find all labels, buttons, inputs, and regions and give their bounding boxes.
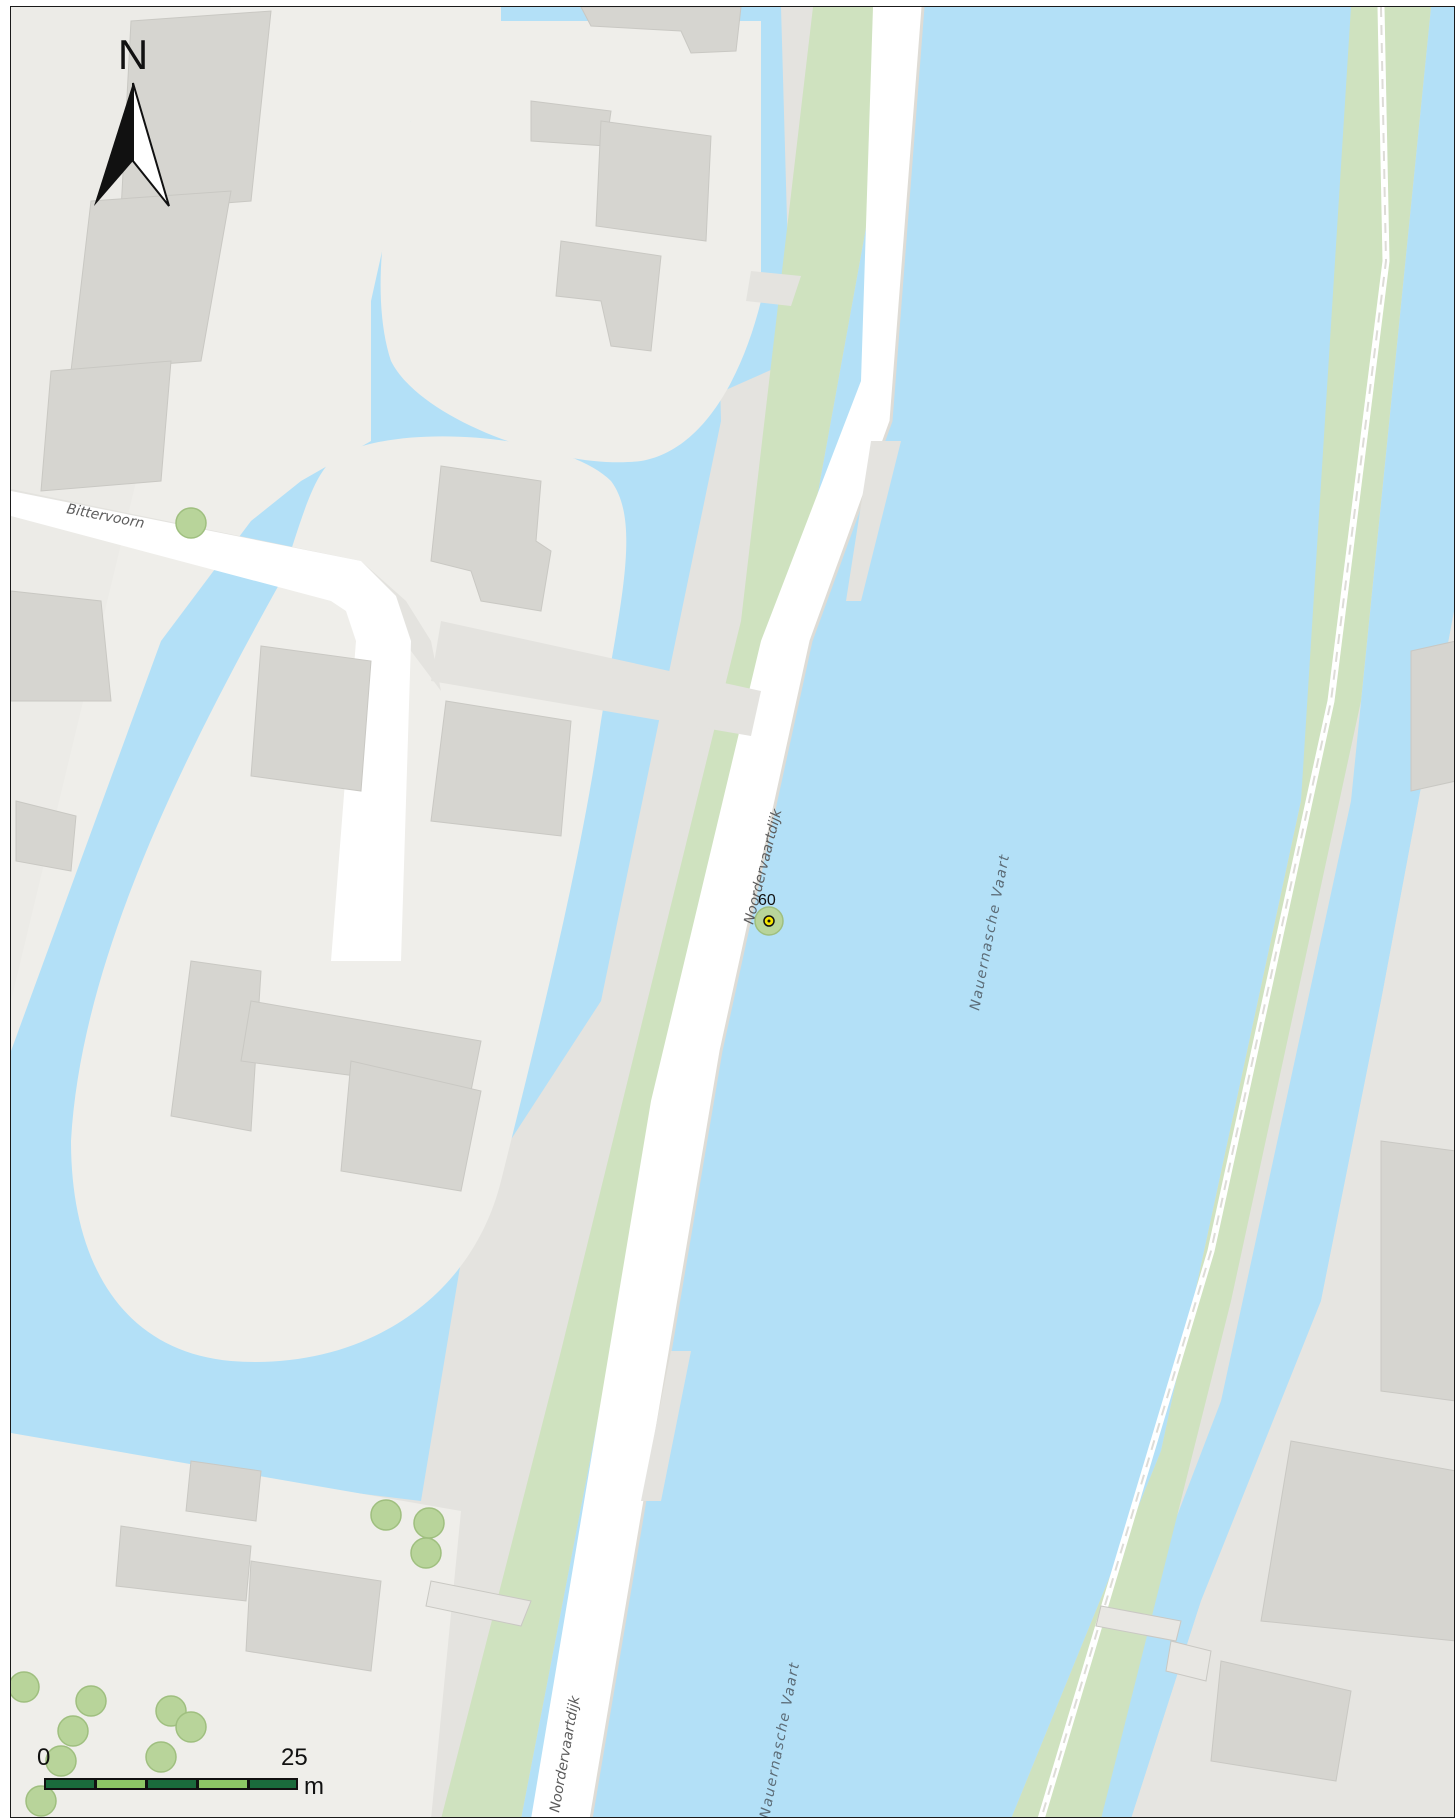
quay-2 <box>641 1351 691 1501</box>
tree <box>370 1499 402 1531</box>
point-marker-center <box>767 919 771 923</box>
island-north <box>380 21 761 463</box>
tree <box>25 1785 57 1817</box>
tree <box>175 507 207 539</box>
bittervoorn-road <box>11 271 801 961</box>
scale-bar-unit: m <box>304 1773 324 1800</box>
tree <box>45 1745 77 1777</box>
dike-west-grass <box>441 7 906 1817</box>
tree <box>75 1685 107 1717</box>
scale-bar-segment <box>250 1780 296 1788</box>
tree <box>410 1537 442 1569</box>
map-canvas[interactable]: Bittervoorn Noordervaartdijk Noordervaar… <box>11 7 1455 1818</box>
buildings <box>11 7 1454 1782</box>
trees <box>11 507 445 1817</box>
map-frame: Bittervoorn Noordervaartdijk Noordervaar… <box>10 6 1455 1818</box>
main-canal <box>521 7 1371 1817</box>
tree <box>11 1671 40 1703</box>
point-label-60: 60 <box>758 892 776 909</box>
scale-bar-segment <box>148 1780 196 1788</box>
noordervaartdijk-road <box>531 7 923 1817</box>
scale-bar-segment <box>46 1780 94 1788</box>
tree <box>57 1715 89 1747</box>
scale-bar-start-label: 0 <box>37 1744 50 1771</box>
road-edge <box>589 7 925 1817</box>
north-arrow: N <box>94 31 170 207</box>
scale-bar-end-label: 25 <box>281 1744 308 1771</box>
scale-bar: 0 25 m <box>37 1744 324 1800</box>
north-arrow-left-half <box>94 83 133 206</box>
north-arrow-right-half <box>132 82 170 207</box>
north-arrow-label: N <box>118 31 148 78</box>
tree <box>413 1507 445 1539</box>
bridges <box>425 1580 1212 1682</box>
point-marker-60[interactable]: 60 <box>754 892 784 936</box>
dike-east-grass <box>1011 7 1431 1817</box>
quay-1 <box>846 441 901 601</box>
scale-bar-segment <box>97 1780 145 1788</box>
scale-bar-segment <box>199 1780 247 1788</box>
tree <box>175 1711 207 1743</box>
tree <box>145 1741 177 1773</box>
east-path-dash <box>1040 7 1388 1817</box>
east-water <box>1061 7 1454 1817</box>
